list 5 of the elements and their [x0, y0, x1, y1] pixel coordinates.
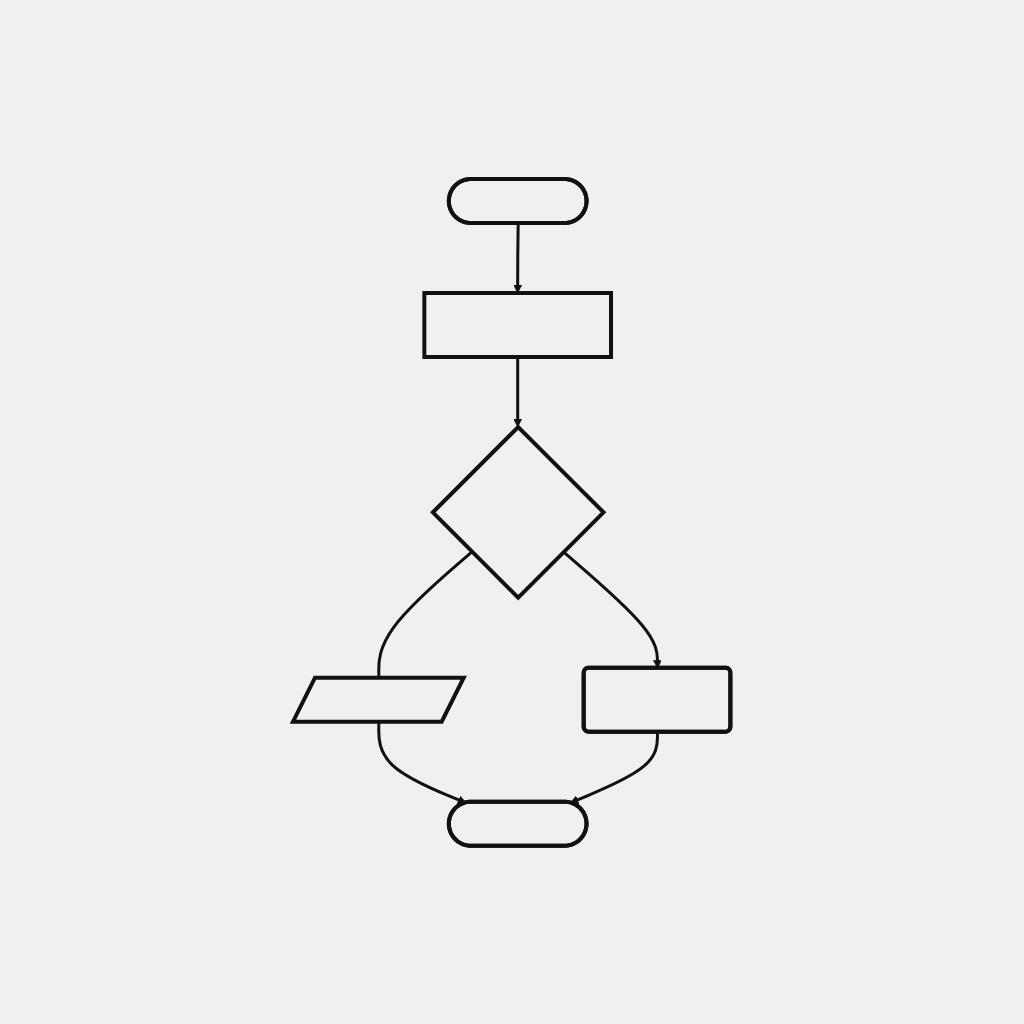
arrow: [570, 731, 660, 804]
arrow: [513, 356, 523, 428]
node-parallelogram: [290, 675, 468, 724]
node-box: [422, 290, 614, 359]
node-diamond: [430, 423, 607, 601]
